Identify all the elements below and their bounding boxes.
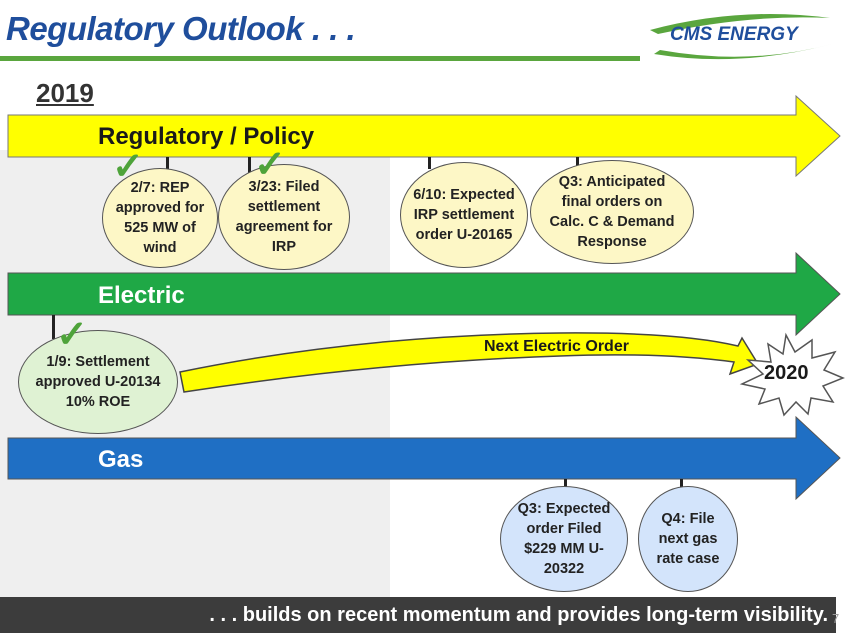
milestone-text: 2/7: REP approved for 525 MW of wind (115, 180, 205, 256)
logo-swoosh-bottom (654, 44, 832, 60)
year-heading: 2019 (36, 78, 94, 108)
milestone-electric-settlement: 1/9: Settlement approved U-20134 10% ROE (18, 330, 178, 434)
milestone-rep-approved: 2/7: REP approved for 525 MW of wind (102, 168, 218, 268)
milestone-text: 1/9: Settlement approved U-20134 10% ROE (35, 354, 161, 410)
gas-label: Gas (98, 446, 144, 473)
cms-energy-logo (650, 14, 832, 60)
regulatory-arrow (7, 94, 841, 178)
footer-banner: . . . builds on recent momentum and prov… (0, 597, 836, 633)
gas-arrow (7, 415, 841, 501)
page-title: Regulatory Outlook . . . (6, 10, 356, 47)
page-number: 7 (832, 611, 840, 626)
footer-text: . . . builds on recent momentum and prov… (209, 603, 828, 626)
next-electric-order-arrow (179, 332, 760, 393)
connector-stem (166, 157, 169, 175)
burst-2020-label: 2020 (764, 362, 809, 384)
milestone-gas-expected-order: Q3: Expected order Filed $229 MM U-20322 (500, 486, 628, 592)
regulatory-label: Regulatory / Policy (98, 123, 315, 150)
connector-stem (52, 315, 55, 339)
milestone-irp-settlement-filed: 3/23: Filed settlement agreement for IRP (218, 164, 350, 270)
milestone-text: Q3: Anticipated final orders on Calc. C … (549, 174, 675, 250)
milestone-irp-settlement-order: 6/10: Expected IRP settlement order U-20… (400, 162, 528, 268)
year-2020-burst (739, 332, 845, 417)
connector-stem (576, 157, 579, 169)
checkmark-icon: ✓ (56, 314, 88, 356)
checkmark-icon: ✓ (112, 146, 144, 188)
connector-stem (428, 157, 431, 169)
milestone-gas-next-rate-case: Q4: File next gas rate case (638, 486, 738, 592)
checkmark-icon: ✓ (254, 144, 286, 186)
title-underline (0, 56, 640, 61)
milestone-text: 3/23: Filed settlement agreement for IRP (235, 179, 333, 255)
logo-text: CMS ENERGY (670, 24, 798, 45)
milestone-text: 6/10: Expected IRP settlement order U-20… (413, 187, 515, 243)
next-electric-order-label: Next Electric Order (484, 338, 629, 355)
milestone-text: Q4: File next gas rate case (656, 511, 720, 567)
electric-arrow (7, 251, 841, 337)
electric-label: Electric (98, 282, 185, 309)
milestone-text: Q3: Expected order Filed $229 MM U-20322 (517, 501, 611, 577)
milestone-calc-c-final-orders: Q3: Anticipated final orders on Calc. C … (530, 160, 694, 264)
connector-stem (248, 157, 251, 173)
logo-swoosh-top (650, 14, 830, 34)
